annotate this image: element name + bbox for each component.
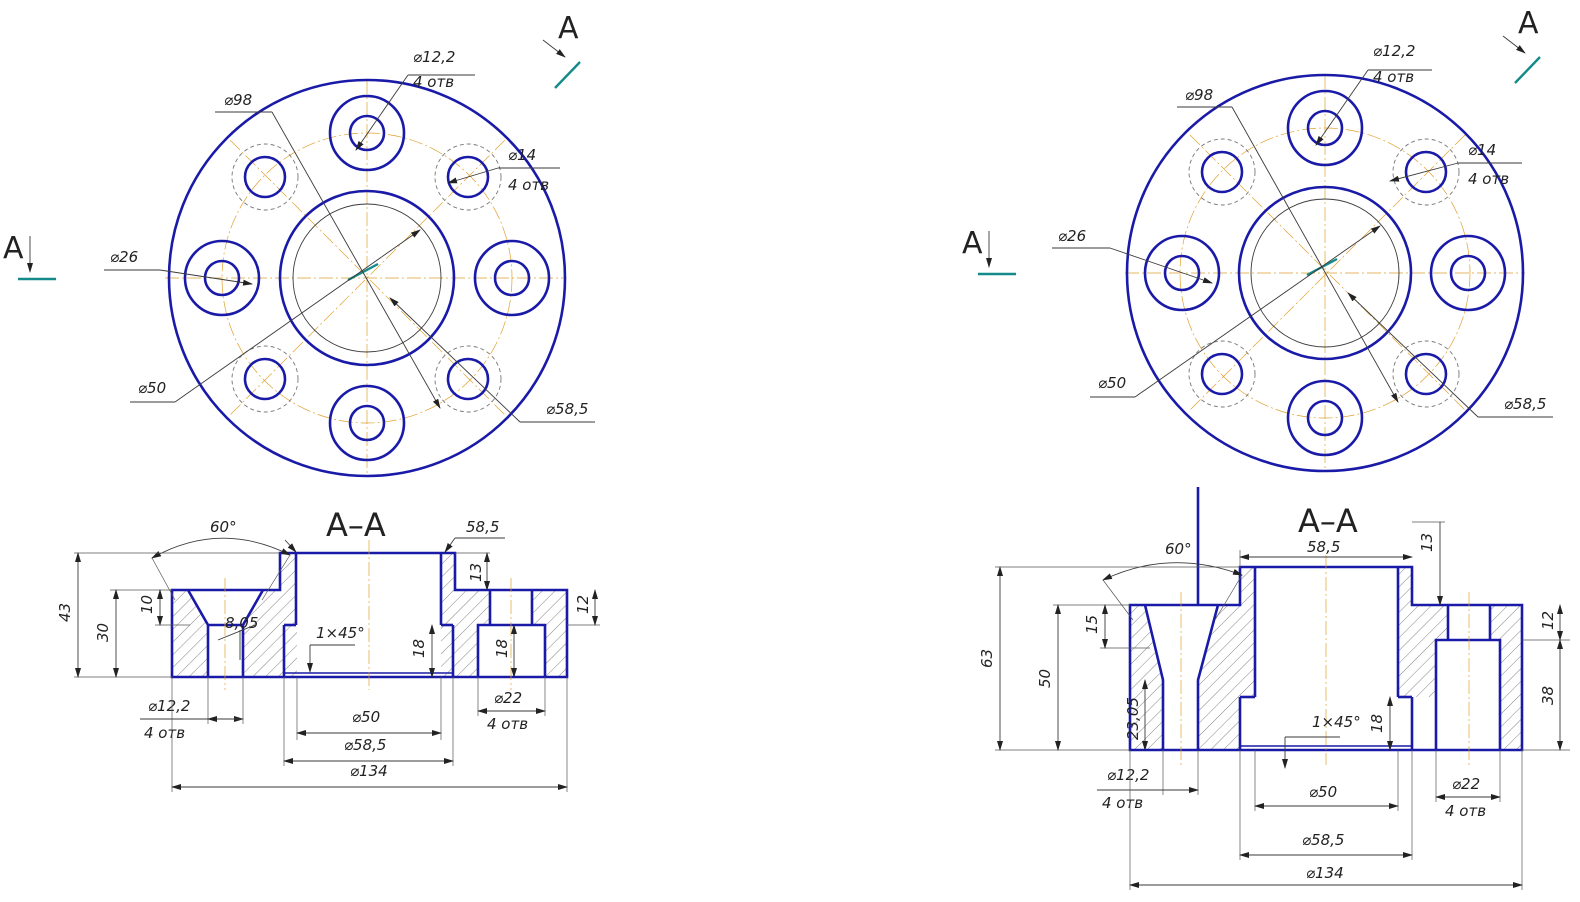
- pitch-circle: [221, 132, 513, 424]
- dim-top-58-5: 58,5: [466, 518, 499, 536]
- section-mark-left: A: [3, 231, 24, 266]
- counterbored-holes: [1143, 89, 1507, 457]
- label-4-holes-2: 4 отв: [1468, 170, 1509, 188]
- dim-d58-5: ⌀58,5: [344, 736, 386, 754]
- label-d26: ⌀26: [1058, 227, 1086, 245]
- label-4-holes: 4 отв: [1373, 68, 1414, 86]
- label-d12-2: ⌀12,2: [1373, 42, 1415, 60]
- dim-d12-2: ⌀12,2: [1107, 766, 1149, 784]
- dim-12: 12: [574, 595, 592, 614]
- section-title: A–A: [1298, 502, 1358, 540]
- diagonal-holes: [231, 143, 502, 413]
- hub-outer: [278, 189, 456, 367]
- label-d14: ⌀14: [1468, 141, 1496, 159]
- dim-23-05: 23,05: [1124, 697, 1142, 740]
- dim-4-holes-2: 4 отв: [1445, 802, 1486, 820]
- section-line-top: [554, 61, 581, 89]
- dim-63: 63: [978, 649, 996, 668]
- label-d14: ⌀14: [508, 146, 536, 164]
- section-mark-top: A: [1518, 6, 1539, 41]
- left-plan-view: A A ⌀12,2 4 отв ⌀14 4 отв ⌀98 ⌀26 ⌀50 ⌀5…: [3, 11, 595, 478]
- section-outline: [1128, 565, 1524, 752]
- label-d50: ⌀50: [1098, 374, 1126, 392]
- section-title: A–A: [326, 506, 386, 544]
- dim-4-holes-2: 4 отв: [487, 715, 528, 733]
- dim-d58-5: ⌀58,5: [1302, 831, 1344, 849]
- counterbored-holes: [183, 94, 551, 462]
- dim-15: 15: [1083, 615, 1101, 634]
- dim-d22: ⌀22: [494, 689, 522, 707]
- label-d50: ⌀50: [138, 379, 166, 397]
- right-plan-view: A A ⌀12,2 4 отв ⌀14 4 отв ⌀98 ⌀26 ⌀50 ⌀5…: [962, 6, 1553, 473]
- angle-60: 60°: [210, 518, 237, 536]
- chamfer-1x45: 1×45°: [1312, 713, 1361, 731]
- label-d26: ⌀26: [110, 248, 138, 266]
- dim-d134: ⌀134: [350, 762, 388, 780]
- outer-contour: [167, 78, 567, 478]
- angle-60: 60°: [1165, 540, 1192, 558]
- dim-30: 30: [94, 623, 112, 642]
- right-section-view: A–A 60° 63 50 15 23,05 1×45° 18 13 12 38: [978, 487, 1570, 890]
- label-4-holes: 4 отв: [413, 73, 454, 91]
- dim-d50: ⌀50: [352, 708, 380, 726]
- outer-contour: [1125, 73, 1525, 473]
- label-4-holes-2: 4 отв: [508, 176, 549, 194]
- dim-d50: ⌀50: [1309, 783, 1337, 801]
- dim-4-holes: 4 отв: [144, 724, 185, 742]
- dim-d12-2: ⌀12,2: [148, 697, 190, 715]
- dim-50: 50: [1036, 669, 1054, 688]
- dim-18b: 18: [493, 639, 511, 658]
- section-mark-top: A: [558, 11, 579, 46]
- hub-outer: [1237, 185, 1413, 361]
- section-mark-left: A: [962, 226, 983, 261]
- hub-bore: [292, 203, 442, 353]
- dim-8-05: 8,05: [225, 614, 258, 632]
- dim-12: 12: [1539, 611, 1557, 630]
- diagonal-holes: [1188, 138, 1460, 408]
- dim-10: 10: [138, 595, 156, 614]
- dim-d22: ⌀22: [1452, 775, 1480, 793]
- label-d58-5: ⌀58,5: [1504, 395, 1546, 413]
- dim-4-holes: 4 отв: [1102, 794, 1143, 812]
- hub-bore: [1250, 198, 1400, 348]
- centerline-diag2: [229, 139, 506, 416]
- label-d58-5: ⌀58,5: [546, 400, 588, 418]
- dim-top-58-5: 58,5: [1307, 538, 1340, 556]
- label-d12-2: ⌀12,2: [413, 48, 455, 66]
- dim-43: 43: [56, 603, 74, 622]
- dim-38: 38: [1539, 686, 1557, 705]
- chamfer-1x45: 1×45°: [316, 624, 365, 642]
- dim-13: 13: [1418, 533, 1436, 552]
- dim-18: 18: [1368, 714, 1386, 733]
- left-section-view: A–A 60° 43 30 10 8,05 1×45° 18 18 13 12: [56, 506, 600, 792]
- dim-13: 13: [467, 563, 485, 582]
- dim-d134: ⌀134: [1306, 864, 1344, 882]
- label-d98: ⌀98: [224, 91, 252, 109]
- dim-18a: 18: [410, 639, 428, 658]
- label-d98: ⌀98: [1185, 86, 1213, 104]
